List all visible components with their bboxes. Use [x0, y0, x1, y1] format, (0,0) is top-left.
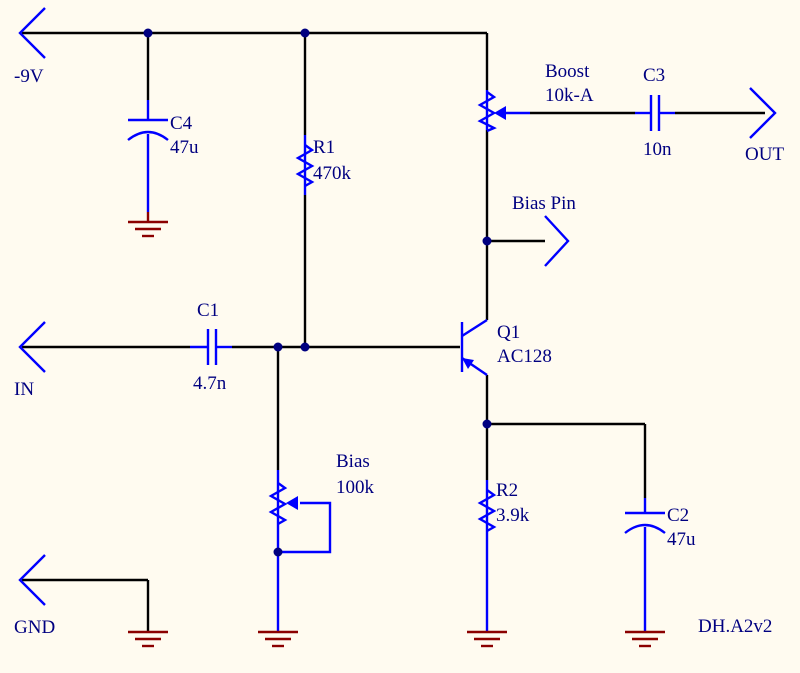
junction-dot: [273, 547, 283, 557]
c3-value: 10n: [643, 139, 672, 160]
wires: [22, 31, 765, 632]
port-supply-label: -9V: [14, 66, 44, 87]
port-bias-pin-label: Bias Pin: [512, 193, 576, 214]
resistor-r1[interactable]: [295, 144, 315, 188]
capacitor-c4[interactable]: [127, 118, 169, 141]
ground-symbol-gnd-port: [128, 630, 168, 648]
junction-dot: [273, 342, 283, 352]
junction-dot: [300, 28, 310, 38]
port-output-arrow[interactable]: [749, 87, 777, 139]
component-leads: [146, 90, 675, 632]
c1-value: 4.7n: [193, 373, 227, 394]
bias-value: 100k: [336, 477, 375, 498]
bias-ref: Bias: [336, 451, 370, 472]
r1-value: 470k: [313, 163, 352, 184]
port-supply-arrow[interactable]: [18, 7, 46, 59]
c4-ref: C4: [170, 113, 193, 134]
c4-value: 47u: [170, 137, 199, 158]
revision-label: DH.A2v2: [698, 616, 772, 637]
r2-value: 3.9k: [496, 505, 530, 526]
ground-symbol-r2: [467, 630, 507, 648]
boost-value: 10k-A: [545, 85, 594, 106]
junction-dot: [482, 419, 492, 429]
port-ground-label: GND: [14, 617, 55, 638]
q1-value: AC128: [497, 346, 552, 367]
potentiometer-boost[interactable]: [477, 91, 530, 133]
transistor-q1[interactable]: [460, 318, 488, 376]
junction-dots: [143, 28, 492, 557]
q1-ref: Q1: [497, 322, 520, 343]
potentiometer-bias[interactable]: [268, 482, 332, 554]
capacitor-c1[interactable]: [206, 329, 218, 365]
c2-value: 47u: [667, 529, 696, 550]
port-input-label: IN: [14, 379, 34, 400]
resistor-r2[interactable]: [477, 489, 497, 533]
capacitor-c2[interactable]: [624, 511, 666, 534]
capacitor-c3[interactable]: [649, 95, 661, 131]
ground-symbol-bias: [258, 630, 298, 648]
junction-dot: [300, 342, 310, 352]
c1-ref: C1: [197, 300, 219, 321]
junction-dot: [482, 236, 492, 246]
port-ground-arrow[interactable]: [18, 554, 46, 606]
port-output-label: OUT: [745, 144, 784, 165]
port-bias-pin-arrow[interactable]: [544, 215, 570, 267]
ground-symbol-c4: [128, 212, 168, 238]
c2-ref: C2: [667, 505, 689, 526]
ground-symbol-c2: [625, 630, 665, 648]
r2-ref: R2: [496, 480, 518, 501]
port-input-arrow[interactable]: [18, 321, 46, 373]
r1-ref: R1: [313, 137, 335, 158]
boost-ref: Boost: [545, 61, 590, 82]
junction-dot: [143, 28, 153, 38]
c3-ref: C3: [643, 65, 665, 86]
